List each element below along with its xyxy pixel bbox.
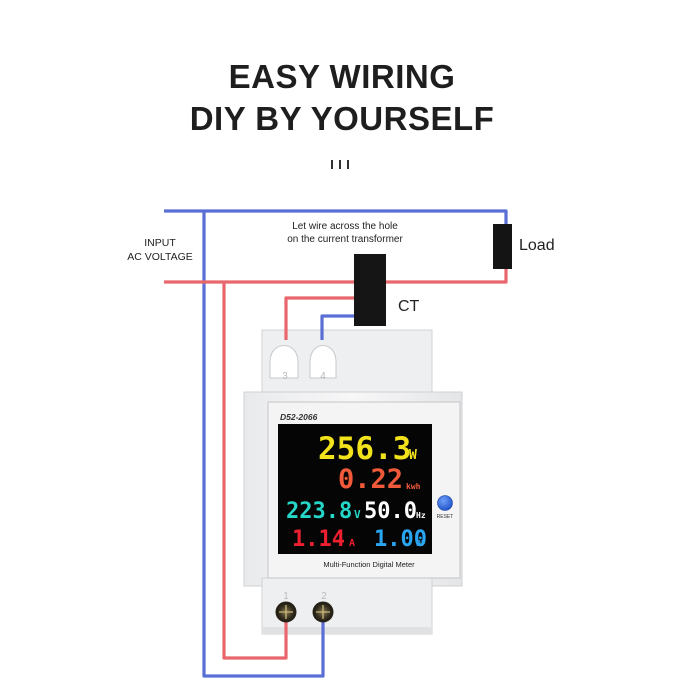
voltage-value: 223.8 <box>286 499 352 524</box>
headline-line-1: EASY WIRING <box>228 58 456 95</box>
divider-mark <box>331 160 333 169</box>
terminal-number-3: 3 <box>282 371 288 382</box>
pf-unit: PF <box>416 539 426 548</box>
input-label-line-1: INPUT <box>144 237 176 249</box>
neutral-wire-to-terminal-2 <box>202 211 325 678</box>
terminal-number-2: 2 <box>321 591 327 602</box>
energy-value: 0.22 <box>338 464 403 495</box>
live-wire-to-terminal-1 <box>222 282 288 660</box>
screw-slot-2 <box>316 605 330 619</box>
ct-label: CT <box>398 298 420 315</box>
energy-unit: kwh <box>406 482 421 491</box>
frequency-value: 50.0 <box>364 499 417 524</box>
ct-lead-terminal-3 <box>284 296 370 340</box>
instruction-line-2: on the current transformer <box>287 233 403 245</box>
meter-model-label: D52-2066 <box>280 412 318 422</box>
terminal-hood-3 <box>269 345 299 379</box>
bottom-screws <box>275 601 334 623</box>
reset-label: RESET <box>437 514 454 520</box>
screw-slot-1 <box>279 605 293 619</box>
live-wire-top <box>164 268 508 284</box>
load-label: Load <box>519 237 555 254</box>
lcd-screen <box>278 424 432 554</box>
neutral-wire-top <box>164 209 508 226</box>
frequency-unit: Hz <box>416 511 426 520</box>
terminal-number-4: 4 <box>320 371 326 382</box>
current-value: 1.14 <box>292 527 345 552</box>
meter-body: 3 4 1 2 D52-2066 256.3 W 0.22 kwh 223.8 … <box>243 329 463 635</box>
current-unit: A <box>349 538 355 549</box>
pf-value: 1.00 <box>374 527 427 552</box>
headline-line-2: DIY BY YOURSELF <box>189 100 495 137</box>
input-label-line-2: AC VOLTAGE <box>127 251 193 263</box>
input-voltage-label: INPUT AC VOLTAGE <box>100 236 220 264</box>
ct-lead-terminal-4 <box>320 314 354 340</box>
terminal-hood-4 <box>309 345 337 379</box>
power-unit: W <box>409 448 417 463</box>
divider-mark <box>339 160 341 169</box>
terminal-number-1: 1 <box>283 591 289 602</box>
power-value: 256.3 <box>318 431 411 467</box>
meter-footer-label: Multi-Function Digital Meter <box>323 560 415 569</box>
ct-instruction-label: Let wire across the hole on the current … <box>255 221 435 246</box>
load-block <box>493 224 512 269</box>
voltage-unit: V <box>354 508 361 521</box>
current-transformer <box>354 254 386 326</box>
instruction-line-1: Let wire across the hole <box>292 221 398 232</box>
reset-button[interactable] <box>437 495 453 511</box>
meter-bottom-rail <box>262 627 432 634</box>
wires <box>164 209 508 678</box>
divider-mark <box>347 160 349 169</box>
